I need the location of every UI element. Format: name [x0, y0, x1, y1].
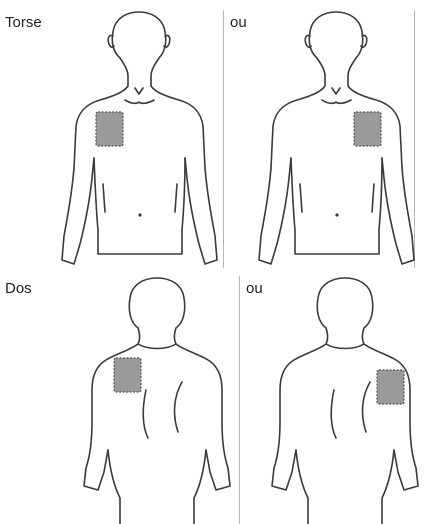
electrode-patch-left-chest: [96, 112, 123, 146]
electrode-patch-left-back: [114, 358, 141, 392]
front-divider: [223, 10, 224, 268]
front-body-outline: [62, 12, 217, 264]
back-divider: [239, 276, 240, 524]
back-or-label: ou: [246, 280, 263, 298]
front-body-outline-2: [259, 12, 414, 264]
electrode-patch-right-chest: [354, 112, 381, 146]
back-section-label: Dos: [5, 280, 32, 298]
back-body-outline: [84, 278, 230, 524]
back-figure-right-patch: [270, 272, 420, 524]
front-torso-figure-left-patch: [65, 8, 215, 270]
electrode-patch-right-back: [377, 370, 404, 404]
back-figure-left-patch: [82, 272, 232, 524]
front-torso-figure-right-patch: [262, 8, 412, 270]
front-section-label: Torse: [5, 14, 42, 32]
front-right-divider: [414, 10, 415, 268]
front-or-label: ou: [230, 14, 247, 32]
